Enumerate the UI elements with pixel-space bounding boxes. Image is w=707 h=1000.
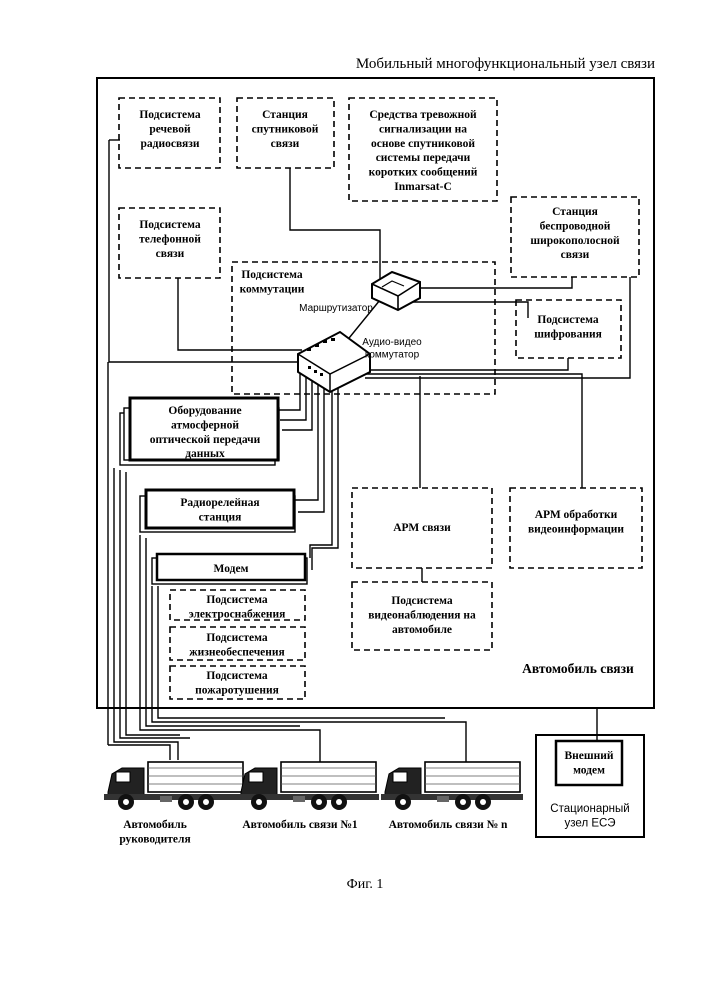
label-line: автомобиле [392,624,452,636]
label-line: системы передачи [376,152,471,164]
label-line: основе спутниковой [371,138,475,150]
label-line: видеоинформации [528,523,624,535]
label-line: Радиорелейная [180,497,259,509]
label-line: видеонаблюдения на [368,609,476,621]
label-line: Подсистема [206,670,268,682]
label-line: широкополосной [530,235,620,247]
label-line: связи [271,138,300,150]
label-line: электроснабжения [189,608,286,620]
vehicles-group [104,762,523,810]
label-line: узел ЕСЭ [565,817,616,829]
label-line: Подсистема [139,109,201,121]
label-line: станция [199,511,242,523]
label-line: спутниковой [252,123,319,135]
label-line: атмосферной [171,419,239,431]
label-line: связи [561,249,590,261]
label-line: шифрования [534,328,602,340]
external-modem-label: Внешний модем [565,750,614,776]
power-label: Подсистема электроснабжения [189,594,286,620]
label-line: Стационарный [550,803,629,815]
label-line: жизнеобеспечения [189,646,285,658]
stationary-node-label: Стационарный узел ЕСЭ [550,803,629,829]
label-line: Аудио-видео [362,337,422,348]
label-line: АРМ обработки [535,509,618,521]
truck-icon [104,762,246,810]
label-line: АРМ связи [393,522,451,534]
av-switch-icon [298,332,370,392]
label-line: Подсистема [139,219,201,231]
av-switch-label: Аудио-видео коммутатор [362,337,422,361]
external-modem-box [556,741,622,785]
broadband-label: Станция беспроводной широкополосной связи [530,206,620,261]
router-label: Маршрутизатор [299,303,373,314]
switching-label: Подсистема коммутации [240,269,305,295]
label-line: Станция [552,206,598,218]
label-line: связи [156,248,185,260]
label-line: коротких сообщений [369,167,478,179]
vehicle-caption-1: Автомобиль руководителя [119,819,190,845]
diagram-title: Мобильный многофункциональный узел связи [356,56,655,72]
label-line: сигнализации на [379,123,467,135]
label-line: оптической передачи [150,434,261,446]
truck-icon [237,762,379,810]
label-line: данных [185,448,225,460]
vehicle-label: Автомобиль связи [522,661,634,676]
label-line: модем [573,764,605,776]
label-line: беспроводной [540,220,611,232]
label-line: Подсистема [537,314,599,326]
label-line: Подсистема [241,269,303,281]
figure-caption: Фиг. 1 [347,877,384,892]
alarm-label: Средства тревожной сигнализации на основе … [369,109,478,193]
label-line: коммутатор [365,350,420,361]
truck-icon [381,762,523,810]
label-line: телефонной [139,233,201,245]
arm-comm-label: АРМ связи [393,522,451,534]
telephone-label: Подсистема телефонной связи [139,219,201,260]
label-line: Станция [262,109,308,121]
label-line: Подсистема [206,594,268,606]
label-line: Подсистема [206,632,268,644]
label-line: Автомобиль связи №1 [242,819,358,831]
label-line: Автомобиль [123,819,187,831]
label-line: Средства тревожной [369,109,477,121]
life-support-label: Подсистема жизнеобеспечения [189,632,285,658]
label-line: коммутации [240,283,305,295]
label-line: Inmarsat-C [394,181,452,193]
label-line: Автомобиль связи № n [389,819,508,831]
label-line: Внешний [565,750,614,762]
label-line: Оборудование [168,405,241,417]
arm-video-label: АРМ обработки видеоинформации [528,509,624,535]
label-line: радиосвязи [141,138,200,150]
speech-radio-label: Подсистема речевой радиосвязи [139,109,201,150]
fire-label: Подсистема пожаротушения [195,670,279,696]
satellite-station-label: Станция спутниковой связи [252,109,319,150]
label-line: речевой [149,123,191,135]
vehicle-caption-2: Автомобиль связи №1 [242,819,358,831]
label-line: пожаротушения [195,684,279,696]
video-surveillance-label: Подсистема видеонаблюдения на автомобиле [368,595,476,636]
router-icon [372,272,420,310]
vehicle-caption-3: Автомобиль связи № n [389,819,508,831]
encryption-label: Подсистема шифрования [534,314,602,340]
label-line: Подсистема [391,595,453,607]
modem-label: Модем [214,563,249,575]
label-line: руководителя [119,833,190,845]
